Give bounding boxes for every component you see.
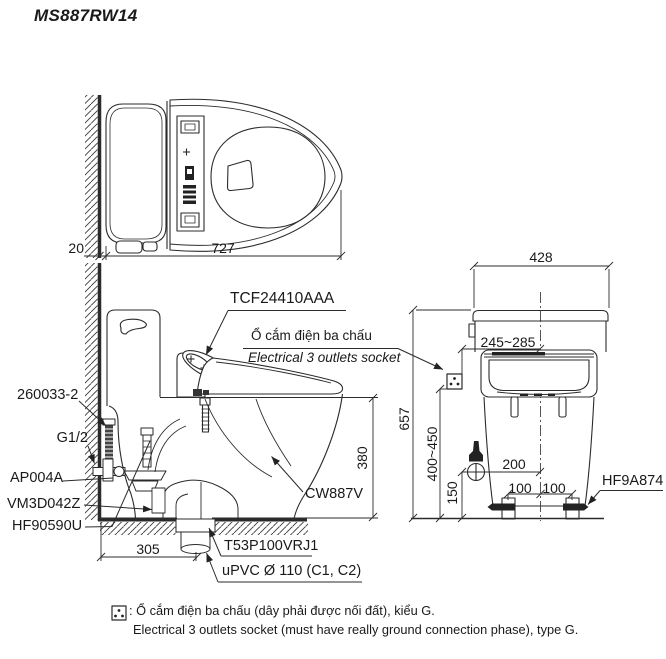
side-view-dimensions (96, 393, 378, 562)
water-spot (226, 159, 254, 192)
page-title: MS887RW14 (34, 6, 138, 25)
label-seat-unit-model: TCF24410AAA (230, 290, 335, 307)
dim-valve-offset-200: 200 (502, 456, 526, 472)
pedestal-outline (108, 405, 137, 520)
label-socket-en: Electrical 3 outlets socket (248, 350, 401, 365)
trap-elbow (162, 479, 239, 519)
label-bowl-model: CW887V (305, 486, 364, 502)
tank-side-outline (106, 309, 161, 406)
outlet-joint (175, 518, 216, 533)
dim-rough-in-305: 305 (136, 541, 160, 557)
wall-hatch (85, 95, 98, 258)
fill-valve-shank (140, 427, 154, 436)
control-panel (176, 115, 205, 232)
wall-hatch (85, 263, 98, 520)
label-outlet-joint: T53P100VRJ1 (224, 538, 319, 554)
label-supply-hose: 260033-2 (17, 387, 79, 403)
note-line-vi: : Ổ cắm điện ba chấu (dây phải được nối … (129, 603, 435, 618)
flush-hole (119, 318, 147, 335)
note-line-en: Electrical 3 outlets socket (must have r… (133, 622, 579, 637)
seat-stud (510, 396, 519, 418)
drain-pipe-end (180, 544, 211, 554)
base-right-edge (584, 396, 595, 507)
label-drain-pipe: uPVC Ø 110 (C1, C2) (222, 563, 362, 579)
tank-lid-rear (472, 309, 609, 322)
label-thread-size: G1/2 (56, 430, 88, 446)
rear-view-drawing (408, 261, 663, 523)
rear-view-dimensions (408, 261, 614, 523)
rear-view-leaders (587, 490, 663, 505)
dim-seat-height-380: 380 (354, 446, 370, 470)
base-left-edge (483, 396, 494, 507)
dim-total-height-657: 657 (396, 407, 412, 431)
tank-top-outline (105, 103, 167, 244)
washlet-rear-panel (488, 359, 590, 392)
top-view-drawing (84, 95, 346, 261)
label-stop-valve: AP004A (10, 470, 64, 486)
dim-socket-height: 400~450 (424, 426, 440, 482)
water-supply-valve (466, 441, 486, 482)
inlet-flange (123, 470, 167, 481)
dim-valve-height-150: 150 (444, 481, 460, 505)
fixing-bolt-right (563, 503, 589, 511)
three-pin-socket-icon (446, 373, 463, 390)
bowl-front-outline (293, 393, 344, 520)
side-view-leaders (62, 310, 444, 583)
label-fill-valve: HF90590U (12, 518, 83, 534)
dim-wall-gap-20: 20 (68, 240, 84, 256)
side-view-drawing (62, 263, 444, 583)
dim-bolt-right-100: 100 (542, 480, 566, 496)
fixing-bolt-left (487, 503, 515, 511)
dim-socket-offset: 245~285 (480, 334, 536, 350)
label-fixing-bolt: HF9A874 (602, 473, 664, 489)
dim-width-428: 428 (529, 249, 553, 265)
dim-bolt-left-100: 100 (508, 480, 532, 496)
seat-lid (196, 357, 344, 395)
top-view-dimensions (84, 190, 346, 261)
flush-lever (115, 240, 143, 254)
label-socket-vi: Ổ cắm điện ba chấu (251, 328, 372, 343)
floor-hatch (100, 522, 177, 535)
lid-outline (169, 98, 343, 252)
washlet-side (176, 350, 344, 433)
note-socket-icon (111, 605, 127, 621)
dim-depth-727: 727 (211, 240, 235, 256)
seat-opening (210, 126, 326, 229)
label-seal: VM3D042Z (7, 496, 81, 512)
